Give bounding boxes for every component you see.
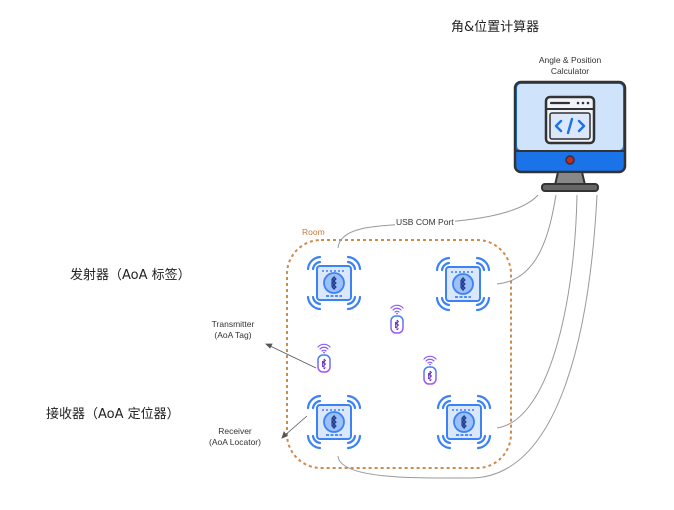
locator-bottom-right-icon [436,394,492,450]
transmitter-label-line1: Transmitter [211,319,255,329]
receiver-pointer [283,415,308,437]
monitor-code-icon [513,80,627,192]
wires [337,194,598,479]
tag-right-icon [423,355,437,385]
transmitter-title-cn: 发射器（AoA 标签） [70,268,191,283]
receiver-label-line1: Receiver [218,426,252,436]
tag-center-icon [390,304,404,334]
receiver-label-line2: (AoA Locator) [209,437,261,447]
locator-top-left-icon [306,255,362,311]
transmitter-label-line2: (AoA Tag) [214,330,252,340]
calculator-title-cn: 角&位置计算器 [451,20,540,35]
room-boundary [286,239,512,469]
calculator-label-line1: Angle & Position [538,55,602,65]
tag-left-icon [317,343,331,373]
calculator-label-line2: Calculator [550,66,590,76]
receiver-label: Receiver (AoA Locator) [200,426,270,448]
wire-top-right [496,194,557,285]
transmitter-label: Transmitter (AoA Tag) [198,319,268,341]
wire-bottom-left [337,194,598,479]
locator-bottom-left-icon [306,394,362,450]
usb-com-port-label: USB COM Port [395,217,455,227]
locator-top-right-icon [435,256,491,312]
transmitter-pointer [267,344,317,369]
room-label: Room [302,227,325,237]
wire-bottom-right [496,194,578,429]
receiver-title-cn: 接收器（AoA 定位器） [46,407,180,422]
calculator-label: Angle & Position Calculator [520,55,620,77]
